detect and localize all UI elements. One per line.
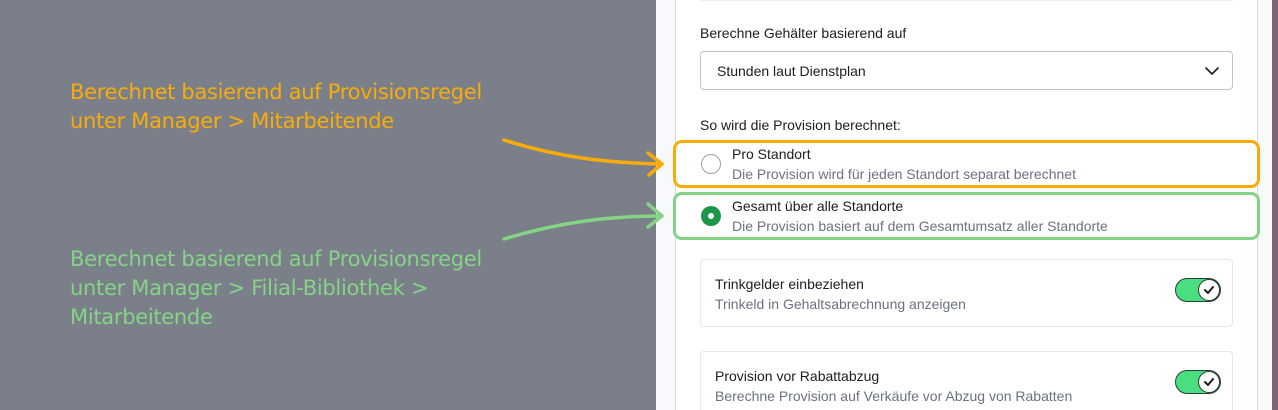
annotation-line: unter Manager > Filial-Bibliothek >: [70, 276, 429, 300]
radio-unchecked-icon[interactable]: [701, 154, 721, 174]
chevron-down-icon: [1205, 67, 1219, 75]
radio-option-all-locations[interactable]: Gesamt über alle Standorte Die Provision…: [673, 192, 1260, 240]
toggle-knob: [1198, 371, 1220, 393]
radio-checked-icon[interactable]: [701, 206, 721, 226]
option-description: Die Provision basiert auf dem Gesamtumsa…: [732, 218, 1108, 234]
toggle-card-commission-before-discount: Provision vor Rabattabzug Berechne Provi…: [700, 351, 1233, 410]
toggle-title: Trinkgelder einbeziehen: [715, 276, 864, 292]
annotation-line: Mitarbeitende: [70, 305, 213, 329]
option-description: Die Provision wird für jeden Standort se…: [732, 166, 1076, 182]
toggle-title: Provision vor Rabattabzug: [715, 368, 880, 384]
annotation-line: Berechnet basierend auf Provisionsregel: [70, 80, 482, 104]
annotation-line: unter Manager > Mitarbeitende: [70, 109, 394, 133]
divider: [700, 0, 1233, 1]
annotation-all-locations: Berechnet basierend auf Provisionsregel …: [70, 245, 482, 332]
option-title: Gesamt über alle Standorte: [732, 198, 904, 214]
annotation-per-location: Berechnet basierend auf Provisionsregel …: [70, 78, 482, 136]
radio-option-per-location[interactable]: Pro Standort Die Provision wird für jede…: [673, 140, 1260, 188]
annotation-line: Berechnet basierend auf Provisionsregel: [70, 247, 482, 271]
toggle-card-include-tips: Trinkgelder einbeziehen Trinkeld in Geha…: [700, 259, 1233, 327]
window-edge: [1272, 0, 1278, 410]
commission-mode-label: So wird die Provision berechnet:: [700, 117, 901, 133]
salary-basis-label: Berechne Gehälter basierend auf: [700, 25, 907, 41]
option-title: Pro Standort: [732, 146, 811, 162]
salary-basis-value: Stunden laut Dienstplan: [717, 63, 866, 79]
toggle-description: Trinkeld in Gehaltsabrechnung anzeigen: [715, 296, 966, 312]
toggle-knob: [1198, 279, 1220, 301]
include-tips-toggle[interactable]: [1175, 278, 1221, 302]
commission-before-discount-toggle[interactable]: [1175, 370, 1221, 394]
checkmark-icon: [1204, 378, 1214, 386]
annotation-backdrop: [0, 0, 656, 410]
salary-basis-select[interactable]: Stunden laut Dienstplan: [700, 51, 1233, 90]
toggle-description: Berechne Provision auf Verkäufe vor Abzu…: [715, 388, 1073, 404]
checkmark-icon: [1204, 286, 1214, 294]
